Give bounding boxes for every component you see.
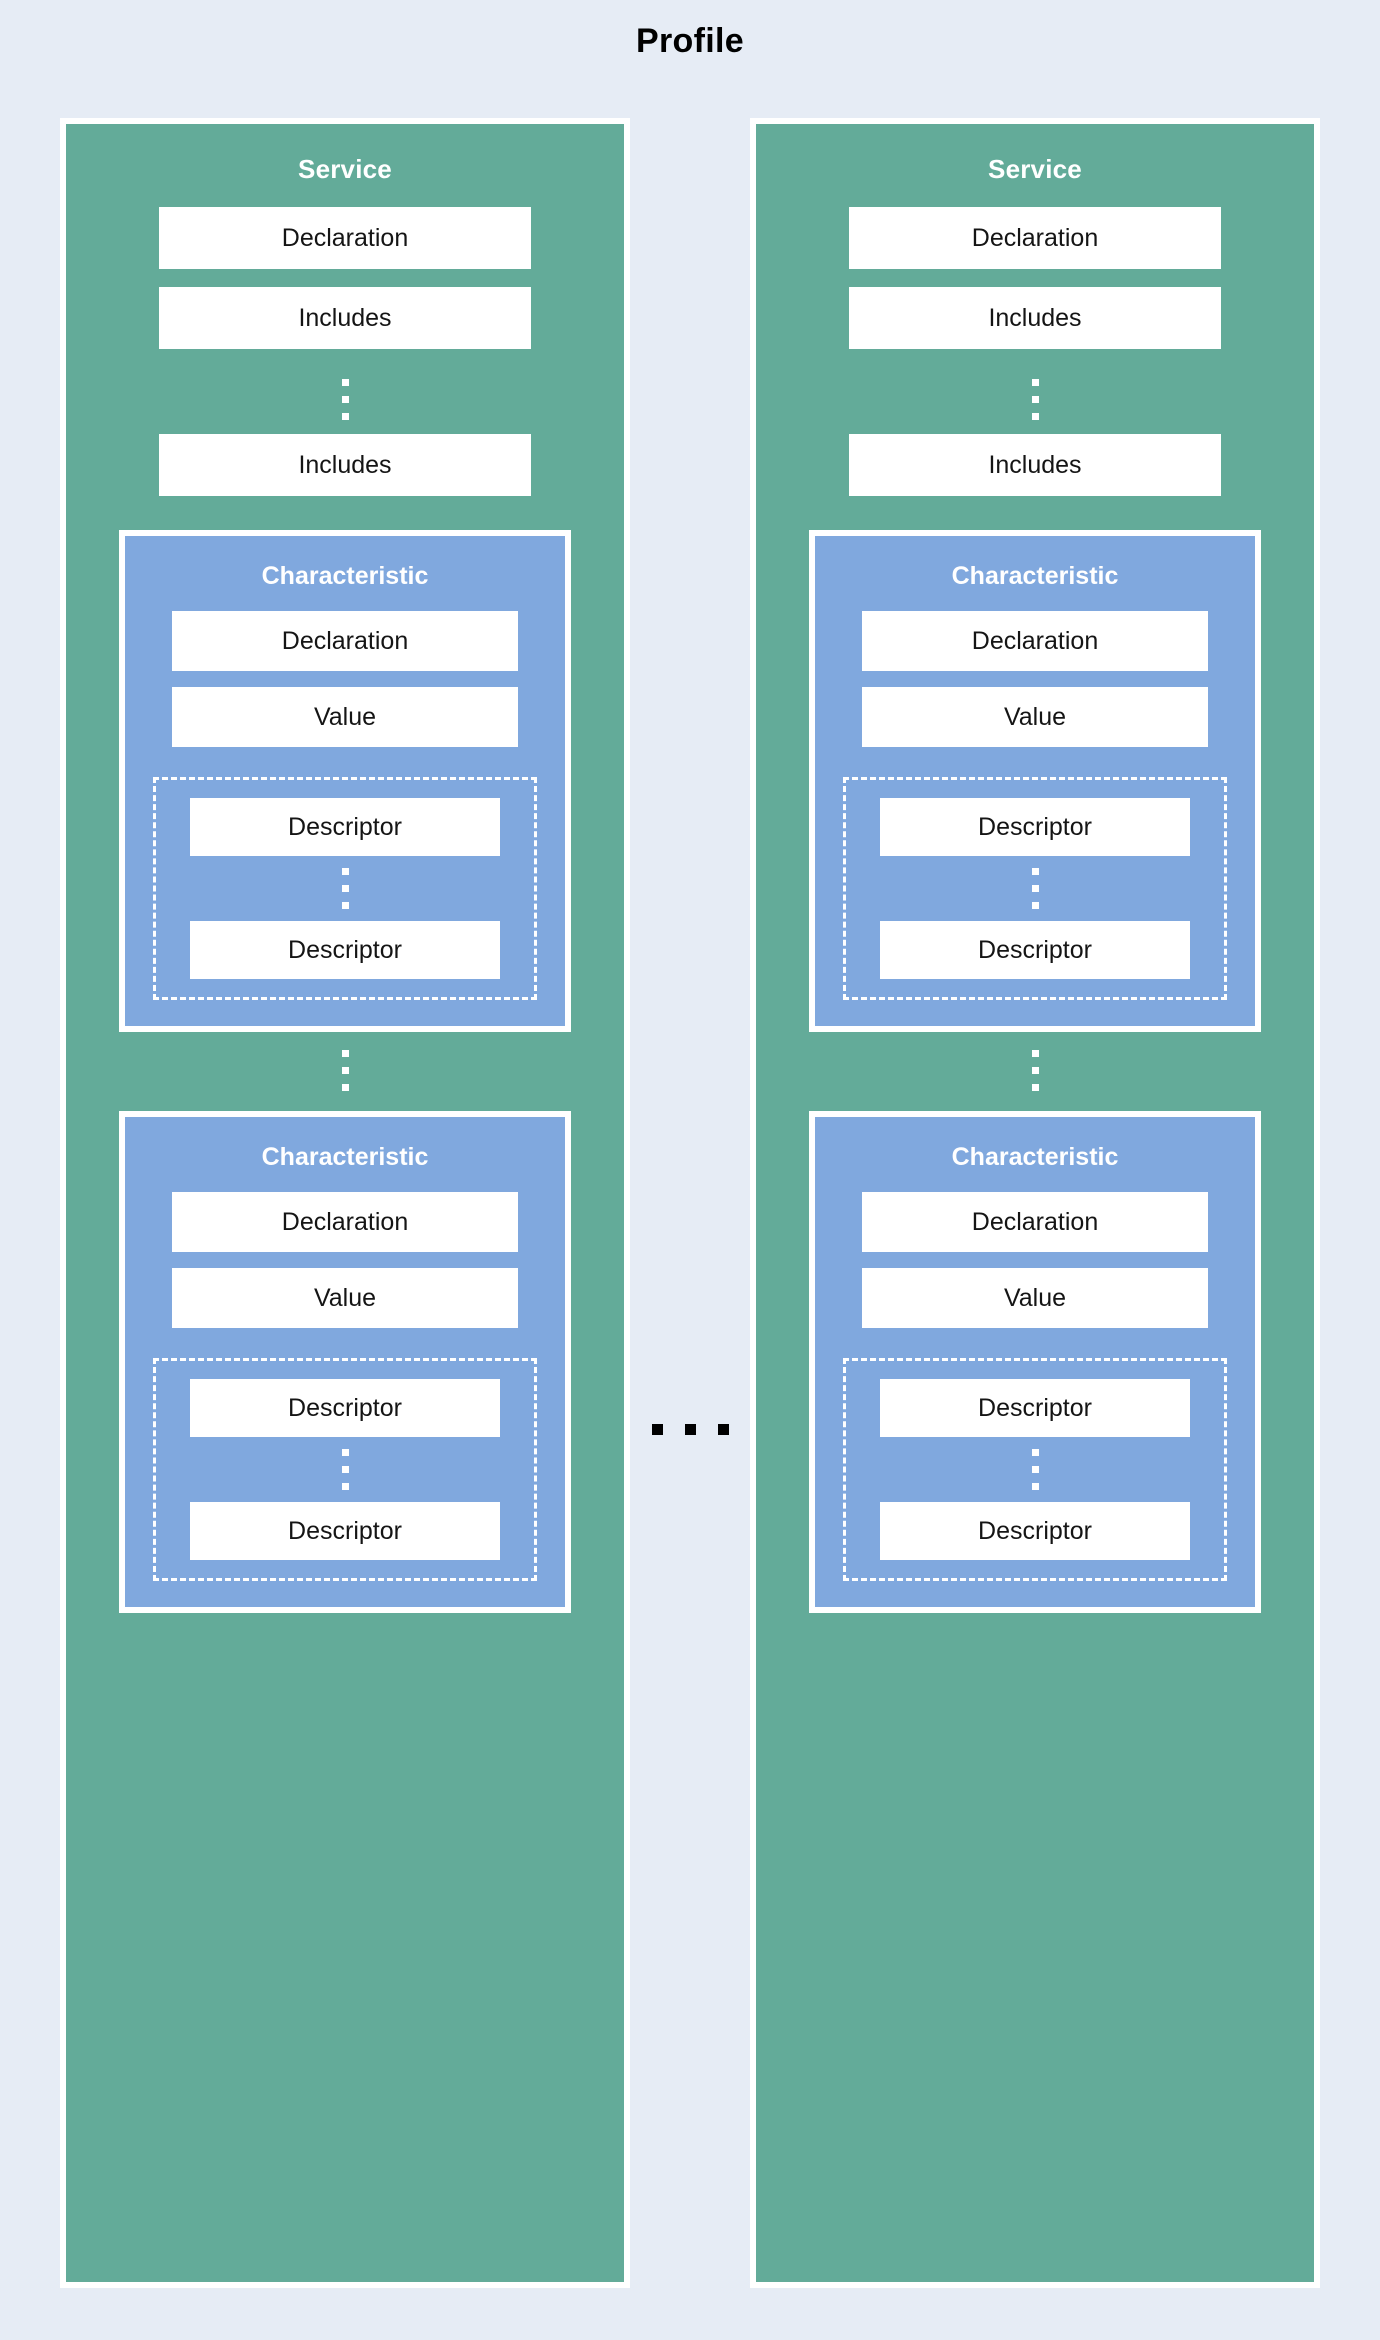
characteristic-value-box: Value (862, 687, 1208, 747)
descriptor-group: Descriptor Descriptor (843, 1358, 1227, 1581)
services-container: Service Declaration Includes Includes Ch… (60, 118, 1320, 2288)
characteristic-vertical-ellipsis (341, 1050, 349, 1091)
service-includes-box-first: Includes (159, 287, 531, 349)
service-declaration-box: Declaration (159, 207, 531, 269)
descriptor-vertical-ellipsis (341, 868, 349, 909)
service-declaration-box: Declaration (849, 207, 1221, 269)
ellipsis-dot (341, 868, 349, 875)
ellipsis-dot (341, 413, 349, 420)
descriptor-box-first: Descriptor (880, 798, 1190, 856)
service-includes-box-last: Includes (159, 434, 531, 496)
service-includes-box-last: Includes (849, 434, 1221, 496)
ellipsis-dot (1031, 1050, 1039, 1057)
ellipsis-dot (341, 902, 349, 909)
characteristic-title: Characteristic (951, 562, 1119, 590)
service-title: Service (298, 154, 392, 184)
page-title: Profile (636, 22, 744, 60)
descriptor-vertical-ellipsis (341, 1449, 349, 1490)
ellipsis-dot (341, 885, 349, 892)
ellipsis-dot (1031, 413, 1039, 420)
ellipsis-dot (1031, 1067, 1039, 1074)
characteristic-title: Characteristic (951, 1143, 1119, 1171)
descriptor-box-last: Descriptor (880, 921, 1190, 979)
descriptor-group: Descriptor Descriptor (153, 1358, 537, 1581)
service-block-right: Service Declaration Includes Includes Ch… (750, 118, 1320, 2288)
characteristic-declaration-box: Declaration (172, 1192, 518, 1252)
descriptor-box-last: Descriptor (190, 1502, 500, 1560)
characteristic-declaration-box: Declaration (862, 1192, 1208, 1252)
ellipsis-dot (341, 1483, 349, 1490)
descriptor-group: Descriptor Descriptor (843, 777, 1227, 1000)
descriptor-box-last: Descriptor (880, 1502, 1190, 1560)
service-title: Service (988, 154, 1082, 184)
characteristic-block-2: Characteristic Declaration Value Descrip… (809, 1111, 1261, 1613)
characteristic-block-2: Characteristic Declaration Value Descrip… (119, 1111, 571, 1613)
ellipsis-dot (1031, 1466, 1039, 1473)
characteristic-value-box: Value (172, 1268, 518, 1328)
ellipsis-dot (1031, 396, 1039, 403)
descriptor-vertical-ellipsis (1031, 1449, 1039, 1490)
ellipsis-dot (1031, 379, 1039, 386)
characteristic-vertical-ellipsis (1031, 1050, 1039, 1091)
descriptor-box-last: Descriptor (190, 921, 500, 979)
characteristic-value-box: Value (172, 687, 518, 747)
characteristic-title: Characteristic (261, 1143, 429, 1171)
characteristic-declaration-box: Declaration (172, 611, 518, 671)
includes-vertical-ellipsis (1031, 379, 1039, 420)
ellipsis-dot (341, 1084, 349, 1091)
ellipsis-dot (1031, 868, 1039, 875)
ellipsis-dot (1031, 885, 1039, 892)
characteristic-block-1: Characteristic Declaration Value Descrip… (809, 530, 1261, 1032)
descriptor-box-first: Descriptor (880, 1379, 1190, 1437)
ellipsis-dot (1031, 902, 1039, 909)
characteristic-title: Characteristic (261, 562, 429, 590)
includes-vertical-ellipsis (341, 379, 349, 420)
descriptor-group: Descriptor Descriptor (153, 777, 537, 1000)
ellipsis-dot (1031, 1449, 1039, 1456)
descriptor-vertical-ellipsis (1031, 868, 1039, 909)
service-includes-box-first: Includes (849, 287, 1221, 349)
ellipsis-dot (341, 379, 349, 386)
ellipsis-dot (1031, 1084, 1039, 1091)
ellipsis-dot (341, 396, 349, 403)
ellipsis-dot (341, 1449, 349, 1456)
ellipsis-dot (341, 1050, 349, 1057)
service-block-left: Service Declaration Includes Includes Ch… (60, 118, 630, 2288)
characteristic-block-1: Characteristic Declaration Value Descrip… (119, 530, 571, 1032)
characteristic-declaration-box: Declaration (862, 611, 1208, 671)
descriptor-box-first: Descriptor (190, 1379, 500, 1437)
descriptor-box-first: Descriptor (190, 798, 500, 856)
characteristic-value-box: Value (862, 1268, 1208, 1328)
ellipsis-dot (341, 1067, 349, 1074)
ellipsis-dot (341, 1466, 349, 1473)
ellipsis-dot (1031, 1483, 1039, 1490)
